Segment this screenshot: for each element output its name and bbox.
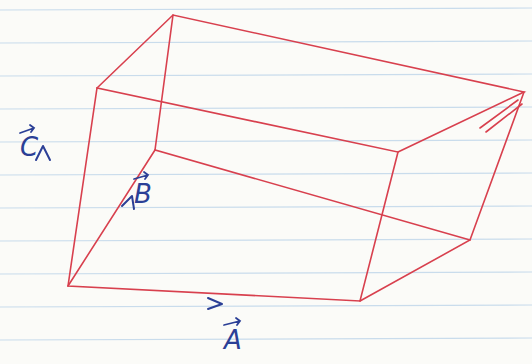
- vector-label: C: [20, 134, 38, 160]
- vector-overbars: [20, 125, 240, 325]
- vector-label: B: [134, 181, 152, 207]
- vector-arrows: [36, 146, 222, 309]
- vector-label: A: [224, 327, 242, 353]
- box-edges: [68, 15, 524, 301]
- ruled-lines: [0, 8, 532, 340]
